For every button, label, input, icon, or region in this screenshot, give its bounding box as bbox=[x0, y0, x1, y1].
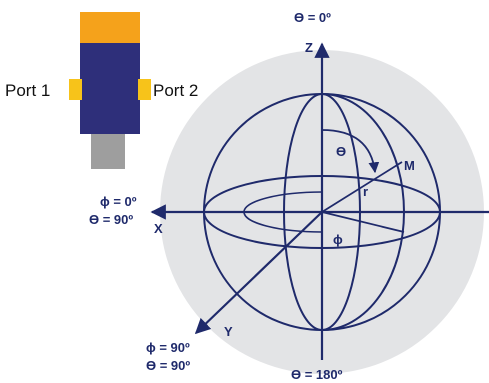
axis-y-label: Y bbox=[224, 324, 233, 339]
bottom-angle-label: ϴ = 180º bbox=[291, 367, 343, 382]
radius-line bbox=[321, 161, 403, 213]
device-bottom-connector bbox=[91, 134, 125, 169]
y-theta-label: ϴ = 90º bbox=[146, 358, 190, 373]
theta-symbol: ϴ bbox=[336, 144, 346, 159]
phi-symbol: ϕ bbox=[333, 232, 343, 247]
y-axis bbox=[194, 211, 323, 335]
point-m-label: M bbox=[404, 158, 415, 173]
device-illustration: Port 1 Port 2 bbox=[5, 12, 198, 169]
projection-line bbox=[321, 211, 405, 233]
y-phi-label: ϕ = 90º bbox=[146, 340, 190, 355]
radius-label: r bbox=[363, 184, 368, 199]
device-body bbox=[80, 43, 140, 134]
port-1-connector bbox=[69, 79, 82, 100]
axis-x-label: X bbox=[154, 221, 163, 236]
coordinate-sphere: Z X Y M r ϴ ϕ ϴ = 0º ϴ = 180º ϕ = 0º ϴ =… bbox=[89, 10, 489, 382]
x-theta-label: ϴ = 90º bbox=[89, 212, 133, 227]
port-1-label: Port 1 bbox=[5, 81, 50, 100]
top-angle-label: ϴ = 0º bbox=[294, 10, 331, 25]
port-2-connector bbox=[138, 79, 151, 100]
axis-z-label: Z bbox=[305, 40, 313, 55]
device-top-cap bbox=[80, 12, 140, 43]
theta-arc bbox=[321, 129, 380, 174]
x-phi-label: ϕ = 0º bbox=[100, 194, 137, 209]
phi-arc bbox=[243, 211, 323, 233]
port-2-label: Port 2 bbox=[153, 81, 198, 100]
phi-arc-back bbox=[243, 191, 323, 213]
